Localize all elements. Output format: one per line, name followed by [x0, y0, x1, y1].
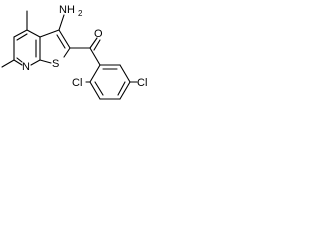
- bond-n-c6: [13, 59, 23, 66]
- double-bond-c3-c2-inner: [56, 34, 66, 49]
- pyridine-nitrogen-label: N: [22, 61, 30, 73]
- ortho-chlorine-label: Cl: [72, 77, 82, 89]
- carbonyl-oxygen-label: O: [94, 28, 103, 40]
- bond-c4a-c3: [39, 29, 60, 38]
- bond-carbonyl-o: [89, 37, 98, 49]
- bond-ar4-ar5: [119, 81, 131, 100]
- dichlorophenyl-ring: [89, 64, 131, 100]
- double-bond-ar2-ar3-inner: [94, 81, 104, 96]
- bond-c6-methyl: [1, 59, 15, 68]
- chemical-structure: NH 2 O S N Cl Cl: [1, 4, 147, 100]
- bond-ar5-ar6: [119, 64, 131, 83]
- para-chlorine-label: Cl: [137, 77, 147, 89]
- bond-s-c7a: [39, 59, 52, 64]
- double-bond-c4-c5-inner: [16, 33, 28, 41]
- double-bond-n-c6-inner: [16, 57, 23, 63]
- bond-c4-c4a: [26, 29, 41, 38]
- bond-carbonyl-aryl: [89, 47, 101, 66]
- bond-c5-c4: [13, 29, 28, 38]
- pyridine-ring: [13, 29, 41, 66]
- bond-c7a-n: [30, 59, 41, 66]
- amine-nitrogen-label: NH: [59, 4, 75, 16]
- sulfur-label: S: [52, 58, 59, 70]
- bond-c2-s: [63, 47, 71, 58]
- bond-carbonyl-o-second: [93, 39, 101, 51]
- bond-c3-c2: [58, 29, 71, 49]
- bond-c3-nh2: [58, 14, 65, 31]
- amine-subscript-label: 2: [78, 9, 83, 18]
- bond-ar1-ar2: [89, 64, 101, 83]
- bond-ar2-ar3: [89, 81, 101, 100]
- thiophene-ring: [39, 29, 71, 64]
- carbonyl-group: [69, 37, 101, 66]
- double-bond-ar4-ar5-inner: [117, 81, 126, 96]
